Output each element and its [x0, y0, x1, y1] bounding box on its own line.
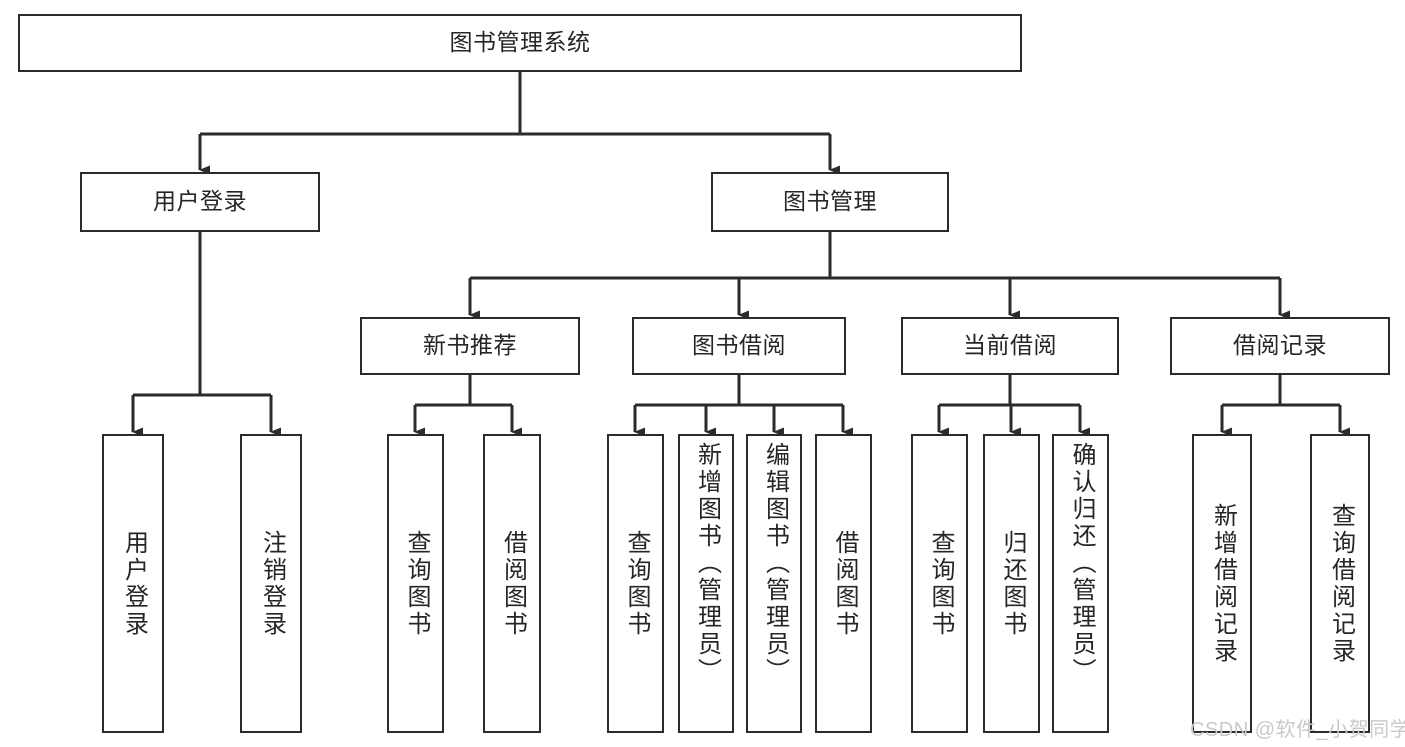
node-label: 查询图书	[622, 529, 650, 638]
node-label: 确认归还（管理员）	[1067, 442, 1095, 685]
node-label: 图书管理	[783, 188, 877, 215]
node-borrow-record[interactable]: 借阅记录	[1170, 317, 1390, 375]
node-leaf-add-record[interactable]: 新增借阅记录	[1192, 434, 1252, 733]
node-label: 注销登录	[258, 529, 286, 638]
node-new-book-rec[interactable]: 新书推荐	[360, 317, 580, 375]
node-label: 新增借阅记录	[1209, 502, 1237, 665]
node-leaf-user-login[interactable]: 用户登录	[102, 434, 164, 733]
node-leaf-logout[interactable]: 注销登录	[240, 434, 302, 733]
node-leaf-borrow-book[interactable]: 借阅图书	[815, 434, 872, 733]
node-label: 查询借阅记录	[1327, 502, 1355, 665]
node-label: 新增图书（管理员）	[693, 442, 721, 685]
node-book-borrow[interactable]: 图书借阅	[632, 317, 846, 375]
node-label: 图书借阅	[692, 332, 786, 359]
node-label: 查询图书	[402, 529, 430, 638]
node-root-system[interactable]: 图书管理系统	[18, 14, 1022, 72]
node-label: 借阅图书	[830, 529, 858, 638]
node-label: 借阅记录	[1233, 332, 1327, 359]
watermark: CSDN @软件_小贺同学	[1190, 719, 1405, 741]
node-label: 新书推荐	[423, 332, 517, 359]
node-leaf-edit-book[interactable]: 编辑图书（管理员）	[746, 434, 802, 733]
node-current-borrow[interactable]: 当前借阅	[901, 317, 1119, 375]
node-leaf-query-record[interactable]: 查询借阅记录	[1310, 434, 1370, 733]
node-label: 图书管理系统	[449, 29, 591, 56]
node-label: 编辑图书（管理员）	[761, 442, 789, 685]
node-label: 查询图书	[926, 529, 954, 638]
node-label: 借阅图书	[499, 529, 527, 638]
node-book-manage[interactable]: 图书管理	[711, 172, 949, 232]
node-leaf-return-book[interactable]: 归还图书	[983, 434, 1040, 733]
node-label: 用户登录	[120, 529, 148, 638]
node-user-login[interactable]: 用户登录	[80, 172, 320, 232]
node-leaf-add-book[interactable]: 新增图书（管理员）	[678, 434, 734, 733]
node-label: 归还图书	[998, 529, 1026, 638]
node-leaf-borrow-book-rec[interactable]: 借阅图书	[483, 434, 541, 733]
node-label: 当前借阅	[963, 332, 1057, 359]
node-leaf-query-book-rec[interactable]: 查询图书	[387, 434, 444, 733]
node-leaf-query-book-cur[interactable]: 查询图书	[911, 434, 968, 733]
node-leaf-confirm-return[interactable]: 确认归还（管理员）	[1052, 434, 1109, 733]
node-leaf-query-book-borrow[interactable]: 查询图书	[607, 434, 664, 733]
node-label: 用户登录	[153, 188, 247, 215]
